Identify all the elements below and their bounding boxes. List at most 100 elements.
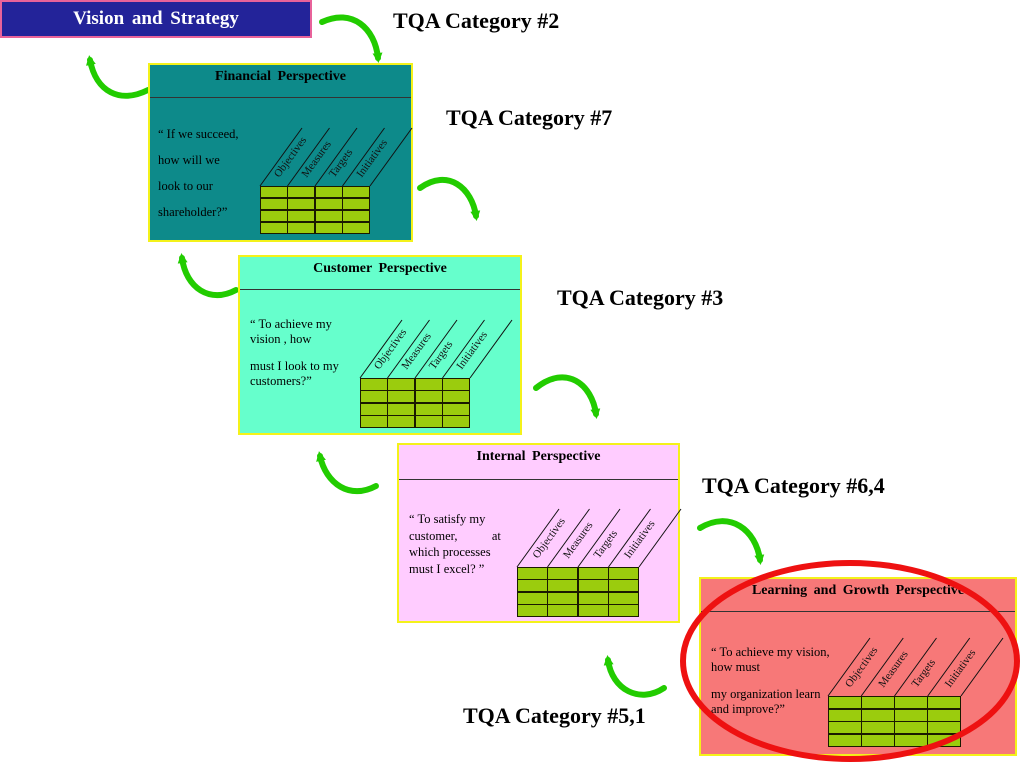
financial-title: Financial Perspective (215, 69, 346, 84)
grid-cell (288, 210, 315, 222)
grid-cell (261, 210, 287, 222)
column-divider-line (369, 127, 413, 187)
column-divider-line (287, 127, 330, 187)
grid-cell (443, 391, 469, 403)
internal-quote: “ To satisfy my customer, at which proce… (409, 511, 511, 577)
financial-perspective-panel: Financial Perspective “ If we succeed, h… (148, 63, 413, 242)
customer-quote: “ To achieve my vision , how must I look… (250, 317, 339, 389)
grid-cell (928, 734, 960, 746)
grid-cell (415, 391, 442, 403)
internal-quote-line: “ To satisfy my (409, 512, 486, 526)
grid-cell (315, 198, 342, 210)
arrow-financial-to-customer (417, 176, 481, 221)
grid-cell (415, 403, 442, 415)
grid-cell (518, 568, 547, 579)
grid-cell (361, 416, 387, 427)
scorecard-grid (260, 186, 370, 234)
grid-cell (578, 592, 608, 604)
grid-cell (862, 697, 894, 709)
grid-cell (288, 187, 315, 198)
arrow-customer-to-internal (533, 374, 601, 419)
column-header-measures: Measures (876, 649, 910, 690)
grid-cell (315, 187, 342, 198)
column-divider-line (387, 319, 430, 379)
customer-title-rule (240, 289, 520, 290)
internal-title-rule (399, 479, 678, 480)
scorecard-grid (517, 567, 639, 617)
financial-quote: “ If we succeed, how will we look to our… (158, 121, 239, 225)
customer-quote-line: customers?” (250, 374, 312, 388)
arrow-financial-to-vision (86, 55, 151, 99)
financial-quote-line: shareholder?” (158, 205, 228, 219)
grid-cell (862, 722, 894, 734)
column-divider-line (259, 127, 303, 187)
grid-cell (315, 222, 342, 233)
vision-label: Vision and Strategy (73, 8, 239, 29)
grid-cell (443, 416, 469, 427)
financial-quote-line: look to our (158, 179, 213, 193)
column-divider-line (469, 319, 513, 379)
grid-cell (388, 416, 415, 427)
tqa-category-internal: TQA Category #3 (557, 285, 724, 310)
grid-cell (895, 734, 927, 746)
column-divider-line (314, 127, 358, 187)
grid-cell (609, 580, 638, 592)
arrow-internal-to-customer (316, 451, 379, 494)
column-header-initiatives: Initiatives (454, 329, 490, 372)
grid-cell (578, 605, 608, 616)
grid-cell (343, 210, 369, 222)
grid-cell (829, 734, 861, 746)
column-divider-line (547, 508, 590, 568)
grid-cell (361, 379, 387, 390)
internal-title: Internal Perspective (476, 449, 601, 464)
grid-cell (928, 722, 960, 734)
column-header-initiatives: Initiatives (354, 137, 390, 180)
column-header-measures: Measures (561, 520, 595, 561)
column-divider-line (638, 508, 682, 568)
grid-cell (609, 592, 638, 604)
tqa-category-vision: TQA Category #5,1 (463, 703, 646, 728)
grid-cell (895, 709, 927, 721)
grid-cell (928, 697, 960, 709)
grid-cell (518, 592, 547, 604)
grid-cell (518, 605, 547, 616)
grid-cell (261, 187, 287, 198)
column-divider-line (608, 508, 651, 568)
grid-cell (261, 222, 287, 233)
grid-cell (415, 416, 442, 427)
grid-cell (343, 222, 369, 233)
financial-quote-line: “ If we succeed, (158, 127, 239, 141)
grid-cell (548, 568, 578, 579)
arrow-vision-to-financial (319, 14, 383, 63)
grid-cell (548, 580, 578, 592)
grid-cell (443, 403, 469, 415)
grid-cell (315, 210, 342, 222)
grid-cell (829, 697, 861, 709)
arrow-internal-to-learning (697, 518, 765, 565)
tqa-category-learning: TQA Category #6,4 (702, 473, 885, 498)
column-divider-line (359, 319, 403, 379)
column-header-targets: Targets (591, 528, 620, 561)
customer-title: Customer Perspective (313, 261, 447, 276)
grid-cell (343, 198, 369, 210)
column-divider-line (577, 508, 621, 568)
financial-title-rule (150, 97, 411, 98)
grid-cell (388, 403, 415, 415)
column-header-targets: Targets (910, 657, 939, 690)
grid-cell (261, 198, 287, 210)
grid-cell (361, 391, 387, 403)
vision-and-strategy-box: Vision and Strategy (0, 0, 312, 38)
grid-cell (862, 734, 894, 746)
customer-perspective-panel: Customer Perspective “ To achieve my vis… (238, 255, 522, 435)
internal-quote-line: must I excel? ” (409, 561, 485, 576)
grid-cell (895, 722, 927, 734)
grid-cell (415, 379, 442, 390)
arrow-customer-to-financial (177, 253, 239, 298)
arrow-learning-to-internal (603, 655, 667, 698)
internal-perspective-panel: Internal Perspective “ To satisfy my cus… (397, 443, 682, 623)
grid-cell (548, 592, 578, 604)
